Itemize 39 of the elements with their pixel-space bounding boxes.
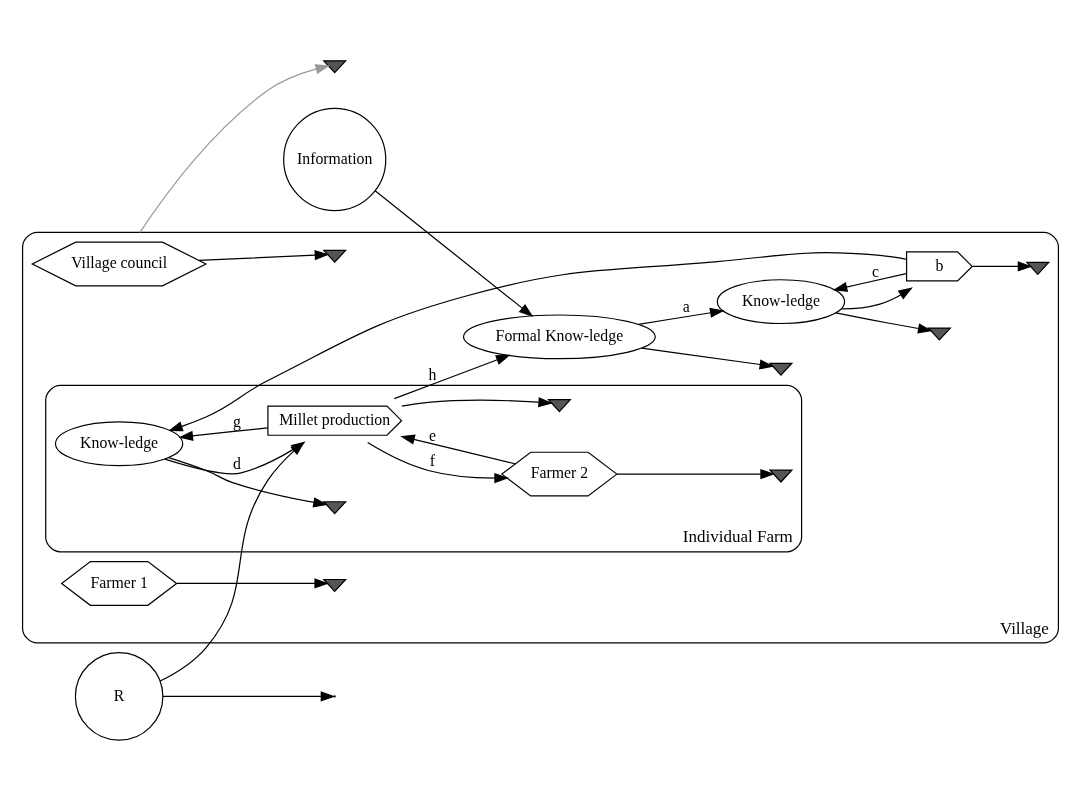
- arrow: [178, 426, 269, 441]
- edge-label: e: [428, 426, 437, 444]
- arrow: [971, 260, 1033, 271]
- arrow: [168, 456, 328, 507]
- node-ground: [768, 469, 794, 483]
- node-circle: R: [74, 651, 164, 741]
- arrow: [401, 396, 553, 407]
- node-ground: [322, 249, 348, 263]
- arrow: [835, 311, 933, 333]
- arrow: [616, 468, 775, 479]
- edge-label: d: [232, 454, 241, 472]
- node-circle: Information: [283, 107, 387, 211]
- arrow: [198, 249, 330, 261]
- node-ground: [927, 326, 952, 341]
- edge-label: h: [428, 365, 437, 383]
- arrow: [367, 441, 509, 483]
- node-ellipse: Formal Know-ledge: [462, 313, 656, 359]
- arrow: [400, 434, 516, 464]
- node-ground: [322, 578, 348, 592]
- arrow: [637, 307, 725, 325]
- node-ground: [768, 362, 794, 376]
- node-ellipse: Know-ledge: [716, 278, 846, 324]
- edge-label: c: [872, 262, 880, 280]
- edge-label: f: [429, 451, 436, 469]
- arrow: [139, 63, 331, 233]
- edge-label: a: [682, 297, 690, 315]
- arrow: [176, 577, 329, 589]
- node-ground: [1025, 261, 1051, 275]
- arrow: [641, 347, 775, 369]
- arrow: [168, 251, 908, 431]
- node-ground: [322, 500, 348, 514]
- node-ground: [322, 59, 348, 74]
- arrow: [162, 690, 336, 701]
- arrow: [393, 354, 511, 399]
- arrow: [840, 286, 913, 310]
- arrow: [374, 189, 534, 317]
- node-ground: [547, 398, 572, 412]
- edge-label: g: [232, 412, 241, 430]
- arrow: [832, 272, 907, 292]
